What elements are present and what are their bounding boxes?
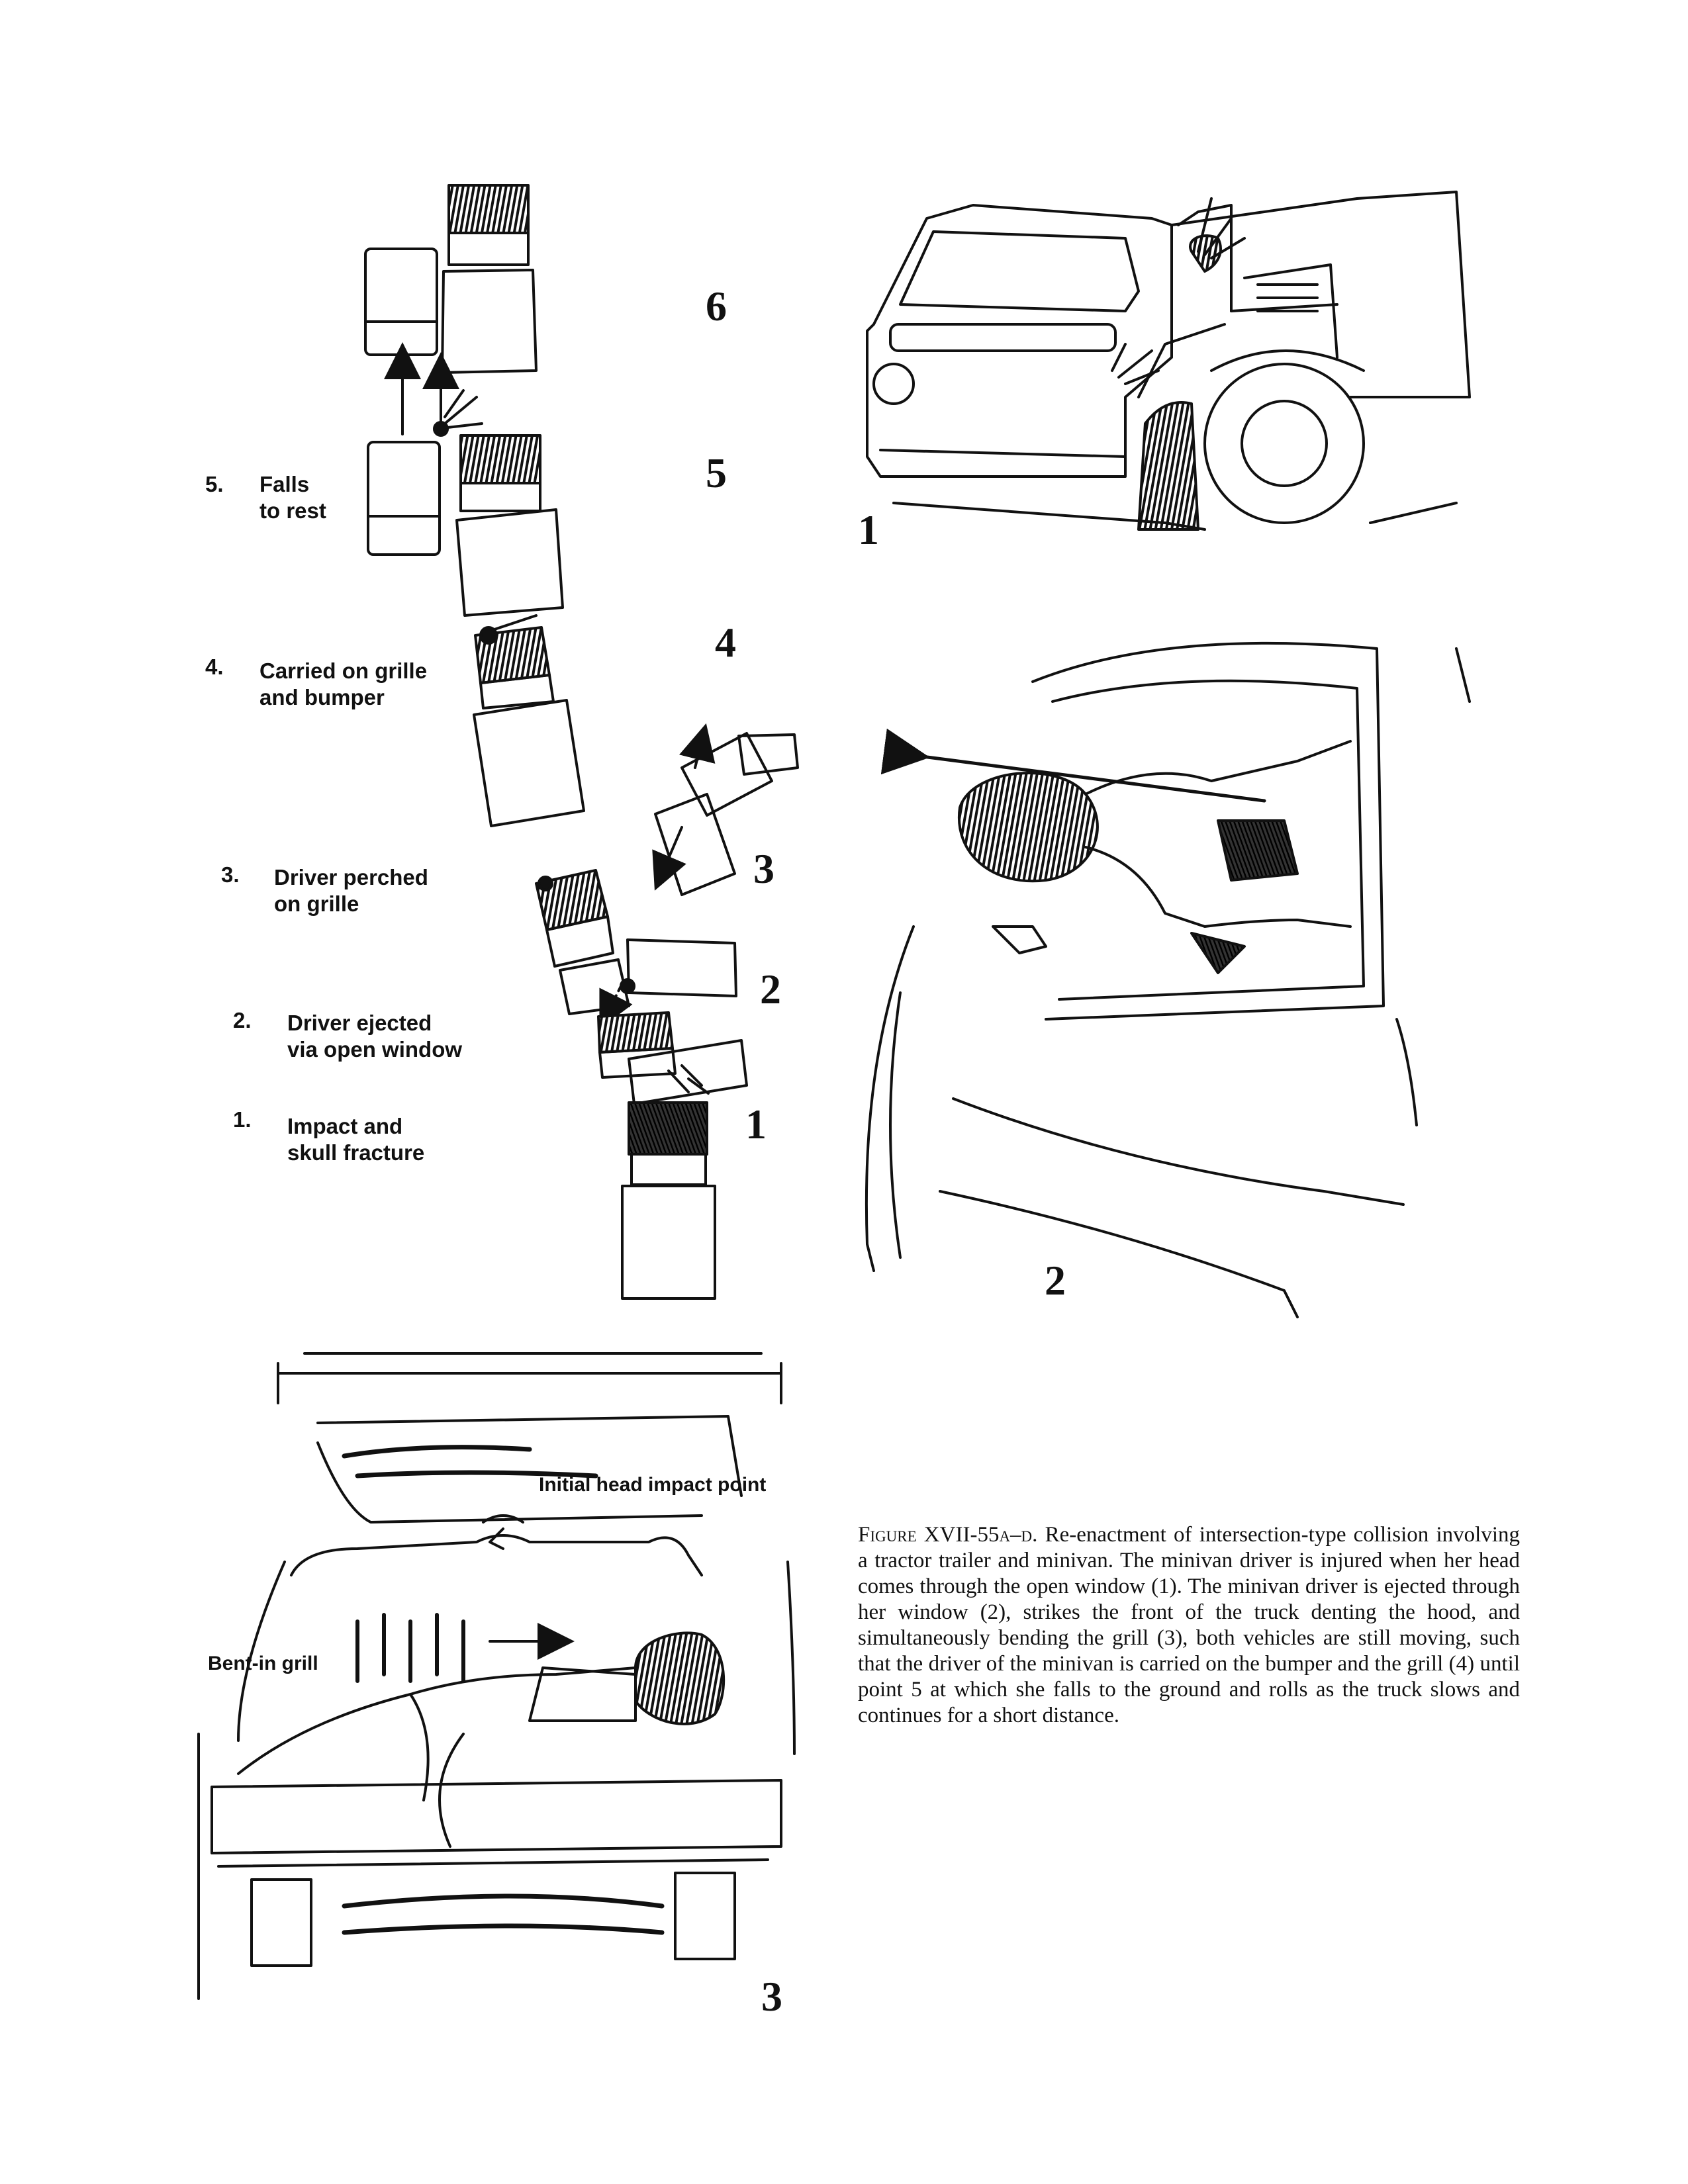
bent-grill-annotation: Bent-in grill [208, 1653, 318, 1674]
step-1-label: Impact and skull fracture [287, 1114, 425, 1165]
panel-2-number: 2 [1045, 1257, 1066, 1304]
truck-position-5 [455, 434, 564, 617]
figure-label: Figure XVII-55a–d. [858, 1523, 1038, 1547]
position-label-1: 1 [745, 1101, 767, 1148]
step-5-number: 5. [205, 472, 224, 496]
minivan-position-3 [652, 723, 799, 896]
step-3-label: Driver perched on grille [274, 865, 428, 916]
panel-2-sketch [865, 641, 1471, 1318]
minivan-position-6 [364, 248, 438, 356]
truck-position-4 [473, 614, 585, 827]
step-5-label: Falls to rest [259, 472, 326, 523]
minivan-position-2 [599, 938, 737, 1030]
caption-text: Re-enactment of intersection-type collis… [858, 1523, 1520, 1727]
minivan-position-1 [628, 1039, 748, 1105]
panel-3-sketch [197, 1352, 796, 2000]
step-4-number: 4. [205, 655, 224, 679]
position-label-6: 6 [706, 283, 727, 330]
position-label-2: 2 [760, 966, 781, 1013]
truck-position-3 [535, 869, 630, 1015]
sequence-diagram [364, 184, 799, 1300]
panel-1-number: 1 [858, 506, 879, 553]
minivan-position-5 [367, 441, 441, 556]
movement-arrows [384, 342, 483, 437]
panel-1-sketch [866, 191, 1471, 531]
position-label-4: 4 [715, 619, 736, 666]
step-1-number: 1. [233, 1107, 252, 1132]
truck-position-1 [621, 1101, 716, 1300]
position-label-5: 5 [706, 449, 727, 496]
step-4-label: Carried on grille and bumper [259, 659, 428, 709]
head-impact-annotation: Initial head impact point [539, 1474, 767, 1496]
truck-position-2 [597, 1011, 677, 1079]
panel-3-number: 3 [761, 1973, 782, 2020]
position-label-3: 3 [753, 845, 774, 892]
step-2-number: 2. [233, 1008, 252, 1032]
step-3-number: 3. [221, 862, 240, 887]
truck-position-6 [441, 184, 538, 374]
figure-caption: Figure XVII-55a–d. Re-enactment of inter… [858, 1522, 1520, 1729]
step-2-label: Driver ejected via open window [287, 1011, 463, 1062]
